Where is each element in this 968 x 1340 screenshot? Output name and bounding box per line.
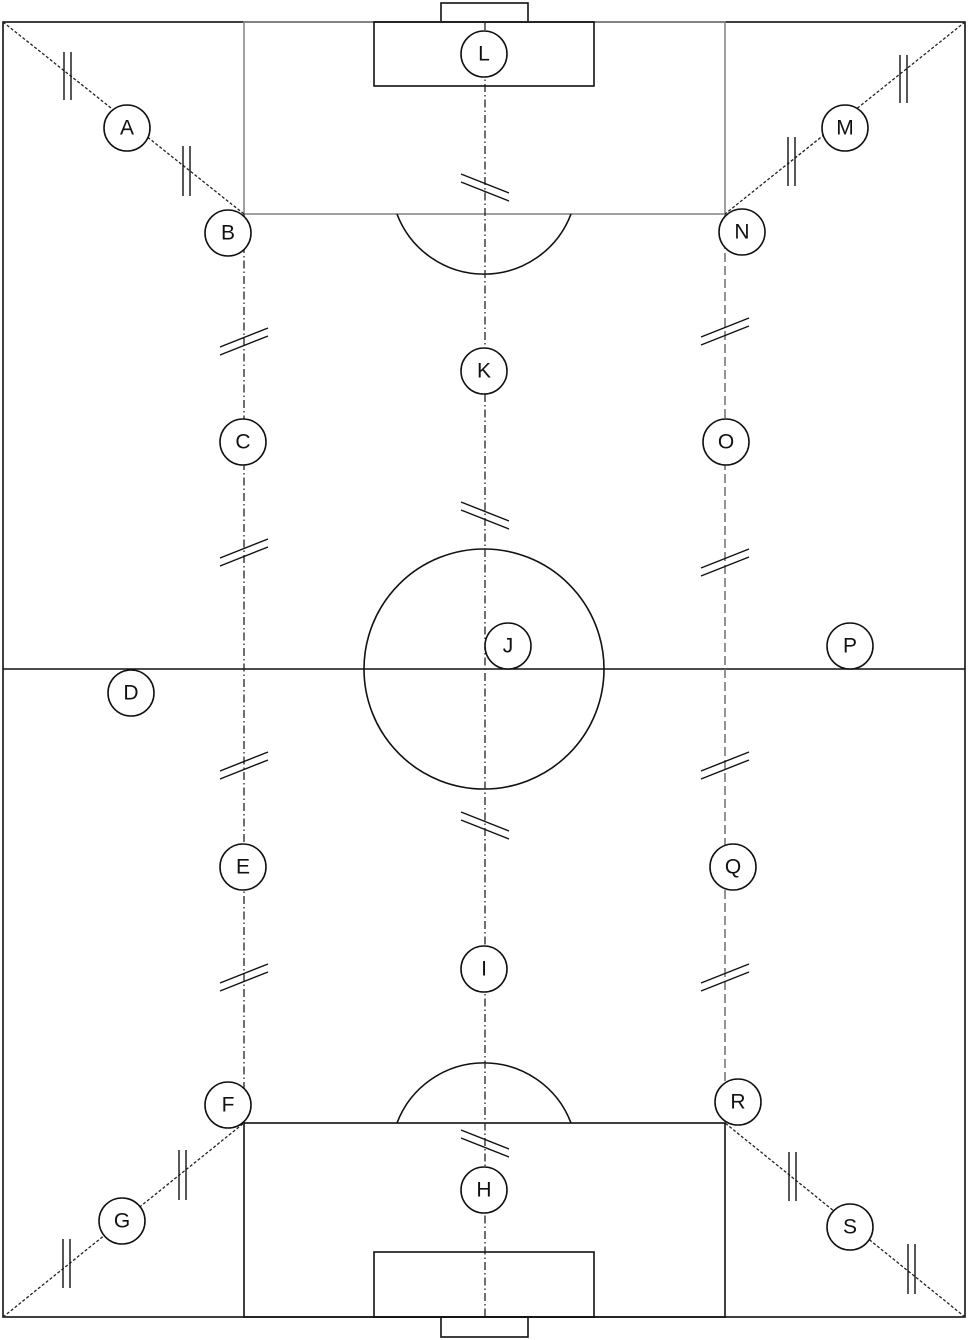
point-E-label: E	[236, 856, 250, 879]
point-A: A	[103, 104, 151, 152]
top-goal-area	[373, 21, 595, 87]
point-J-label: J	[503, 635, 514, 658]
diagonal-bottom-right	[724, 1122, 966, 1318]
point-E: E	[219, 843, 267, 891]
point-L-label: L	[478, 43, 490, 66]
top-penalty-arc	[396, 213, 572, 275]
point-K: K	[460, 347, 508, 395]
point-S: S	[826, 1203, 874, 1251]
point-I-label: I	[481, 958, 487, 981]
point-D: D	[107, 669, 155, 717]
point-H-label: H	[476, 1179, 491, 1202]
point-M-label: M	[836, 117, 854, 140]
point-F: F	[204, 1081, 252, 1129]
point-Q: Q	[709, 843, 757, 891]
bottom-goal-area	[373, 1251, 595, 1318]
point-G-label: G	[114, 1210, 130, 1233]
top-goal	[440, 2, 529, 23]
point-Q-label: Q	[725, 856, 741, 879]
point-F-label: F	[222, 1094, 235, 1117]
diagonal-top-left	[2, 21, 245, 215]
point-D-label: D	[123, 682, 138, 705]
point-O: O	[702, 418, 750, 466]
point-O-label: O	[718, 431, 734, 454]
diagonal-top-right	[724, 21, 966, 215]
equal-tick-marks	[219, 173, 750, 1158]
point-P: P	[826, 622, 874, 670]
point-C: C	[219, 418, 267, 466]
point-G: G	[98, 1197, 146, 1245]
diagonal-tick-marks	[62, 52, 916, 1294]
point-K-label: K	[477, 360, 491, 383]
point-S-label: S	[843, 1216, 857, 1239]
point-J: J	[484, 622, 532, 670]
point-P-label: P	[843, 635, 857, 658]
diagonal-bottom-left	[2, 1122, 245, 1318]
point-N: N	[718, 208, 766, 256]
point-A-label: A	[120, 117, 134, 140]
point-H: H	[460, 1166, 508, 1214]
point-R: R	[714, 1078, 762, 1126]
point-C-label: C	[235, 431, 250, 454]
point-M: M	[821, 104, 869, 152]
center-circle	[363, 548, 605, 790]
bottom-goal	[440, 1316, 529, 1338]
point-B: B	[204, 209, 252, 257]
point-L: L	[460, 30, 508, 78]
point-R-label: R	[730, 1091, 745, 1114]
bottom-penalty-arc	[396, 1062, 572, 1124]
point-B-label: B	[221, 222, 235, 245]
point-N-label: N	[734, 221, 749, 244]
point-I: I	[460, 945, 508, 993]
